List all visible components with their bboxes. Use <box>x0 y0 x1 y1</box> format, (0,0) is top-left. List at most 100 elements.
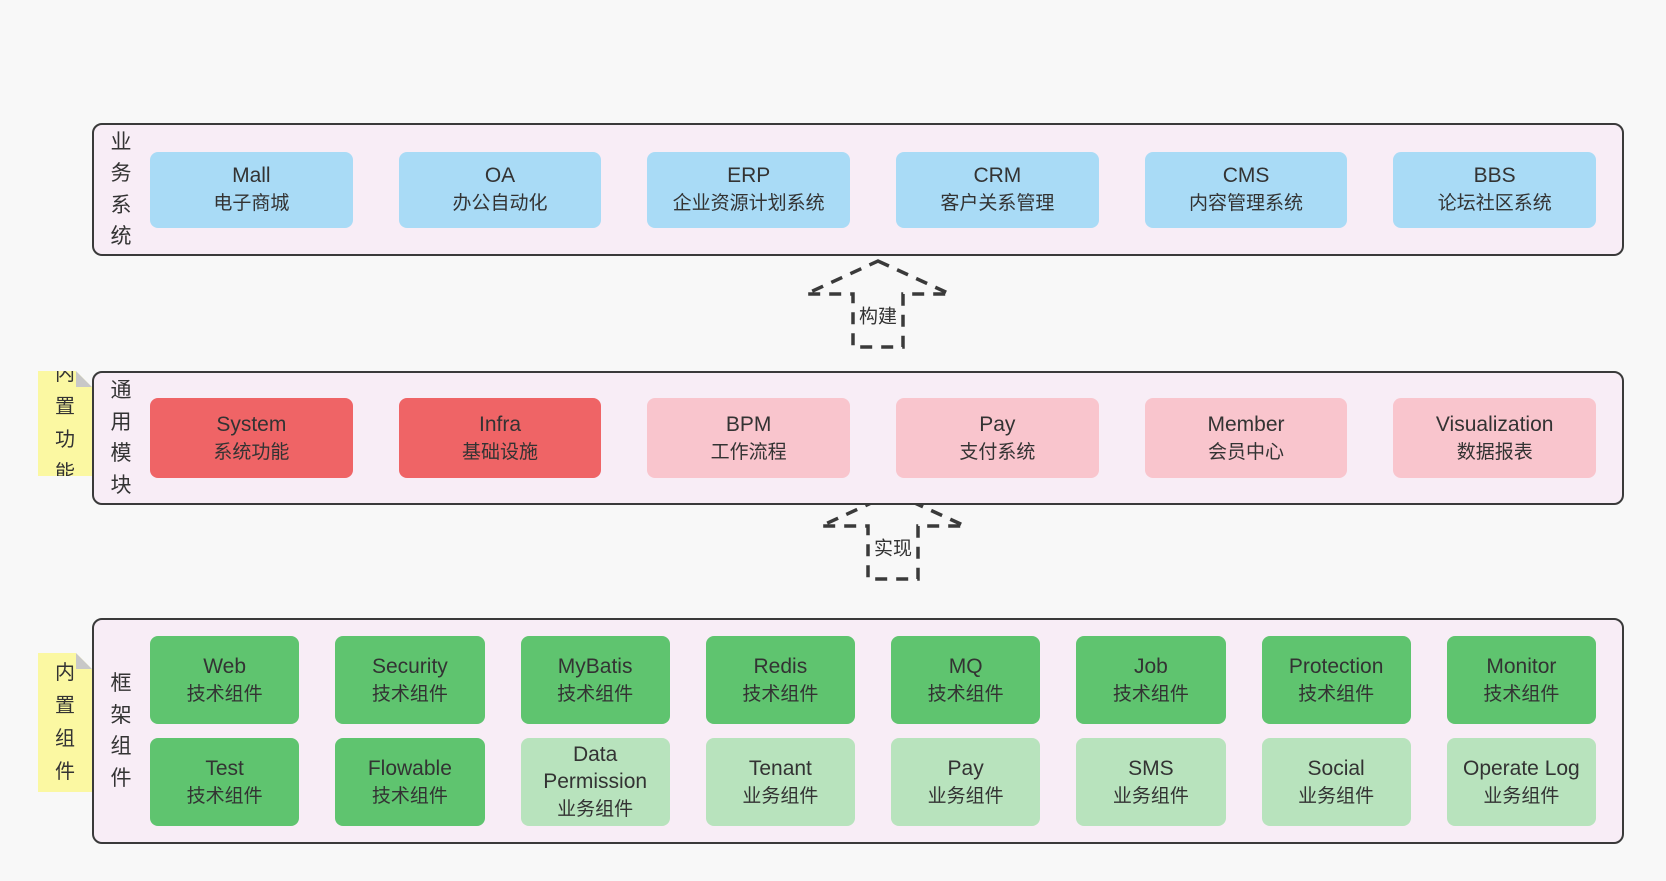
component-box-data-permission: Data Permission 业务组件 <box>520 738 670 826</box>
box-subtitle: 会员中心 <box>1208 441 1285 463</box>
box-subtitle: 工作流程 <box>710 441 787 463</box>
box-title: CRM <box>973 164 1022 188</box>
box-title: CMS <box>1222 164 1270 188</box>
box-subtitle: 技术组件 <box>371 785 448 807</box>
component-box-web: Web 技术组件 <box>150 636 300 724</box>
note-fold-corner <box>76 653 92 669</box>
component-box-tenant: Tenant 业务组件 <box>705 738 855 826</box>
component-box-flowable: Flowable 技术组件 <box>335 738 485 826</box>
arrow-implement: 实现 <box>818 490 968 582</box>
component-box-erp: ERP 企业资源计划系统 <box>647 151 851 228</box>
box-subtitle: 技术组件 <box>557 683 634 705</box>
box-title: Test <box>205 756 244 780</box>
box-title: Data Permission <box>543 742 648 794</box>
component-box-infra: Infra 基础设施 <box>398 398 602 478</box>
component-box-job: Job 技术组件 <box>1076 636 1226 724</box>
box-subtitle: 系统功能 <box>213 441 290 463</box>
box-title: Job <box>1133 654 1168 678</box>
arrow-build-label: 构建 <box>855 300 901 330</box>
note-text: 内置功能 <box>55 362 75 484</box>
box-subtitle: 技术组件 <box>927 683 1004 705</box>
box-title: Member <box>1207 412 1285 436</box>
box-subtitle: 技术组件 <box>1483 683 1560 705</box>
box-subtitle: 业务组件 <box>1483 785 1560 807</box>
component-box-bbs: BBS 论坛社区系统 <box>1393 151 1597 228</box>
box-title: OA <box>484 164 516 188</box>
box-subtitle: 业务组件 <box>1112 785 1189 807</box>
box-title: Security <box>371 654 448 678</box>
component-box-member: Member 会员中心 <box>1144 398 1348 478</box>
component-box-oa: OA 办公自动化 <box>398 151 602 228</box>
component-box-cms: CMS 内容管理系统 <box>1144 151 1348 228</box>
box-subtitle: 内容管理系统 <box>1189 193 1304 215</box>
dashed-up-arrow-icon <box>805 259 951 349</box>
component-box-redis: Redis 技术组件 <box>705 636 855 724</box>
sticky-note-built-in-functions: 内置功能 <box>38 371 92 476</box>
panel-label-framework-components: 框架组件 <box>110 672 132 790</box>
box-title: Social <box>1307 756 1365 780</box>
box-title: MQ <box>948 654 983 678</box>
component-box-crm: CRM 客户关系管理 <box>896 151 1099 228</box>
box-subtitle: 业务组件 <box>742 785 819 807</box>
box-subtitle: 企业资源计划系统 <box>672 193 825 215</box>
box-title: SMS <box>1128 756 1174 780</box>
box-title: Operate Log <box>1462 756 1580 780</box>
box-subtitle: 技术组件 <box>1298 683 1375 705</box>
box-subtitle: 客户关系管理 <box>940 193 1055 215</box>
component-box-operate-log: Operate Log 业务组件 <box>1446 738 1596 826</box>
box-subtitle: 技术组件 <box>371 683 448 705</box>
box-title: Visualization <box>1435 412 1554 436</box>
box-subtitle: 电子商城 <box>213 193 290 215</box>
panel-label-common-modules: 通用模块 <box>110 379 132 497</box>
component-box-bpm: BPM 工作流程 <box>647 398 851 478</box>
box-title: Protection <box>1288 654 1384 678</box>
component-box-mq: MQ 技术组件 <box>891 636 1041 724</box>
box-subtitle: 办公自动化 <box>452 193 548 215</box>
box-title: MyBatis <box>557 654 633 678</box>
box-subtitle: 技术组件 <box>186 785 263 807</box>
arrow-implement-label: 实现 <box>870 532 916 562</box>
box-subtitle: 技术组件 <box>742 683 819 705</box>
box-title: Pay <box>947 756 984 780</box>
box-subtitle: 业务组件 <box>557 799 634 821</box>
box-subtitle: 支付系统 <box>959 441 1036 463</box>
component-box-test: Test 技术组件 <box>150 738 300 826</box>
component-box-system: System 系统功能 <box>150 398 353 478</box>
box-subtitle: 技术组件 <box>186 683 263 705</box>
note-text: 内置组件 <box>55 661 75 783</box>
box-title: Flowable <box>367 756 452 780</box>
component-box-mybatis: MyBatis 技术组件 <box>520 636 670 724</box>
box-subtitle: 技术组件 <box>1112 683 1189 705</box>
box-subtitle: 业务组件 <box>927 785 1004 807</box>
box-subtitle: 论坛社区系统 <box>1437 193 1552 215</box>
box-title: Web <box>203 654 247 678</box>
box-title: Tenant <box>748 756 812 780</box>
box-title: ERP <box>727 164 771 188</box>
component-box-pay: Pay 业务组件 <box>891 738 1041 826</box>
component-box-protection: Protection 技术组件 <box>1261 636 1411 724</box>
component-box-sms: SMS 业务组件 <box>1076 738 1226 826</box>
box-title: Monitor <box>1486 654 1557 678</box>
component-box-monitor: Monitor 技术组件 <box>1446 636 1596 724</box>
box-title: System <box>216 412 287 436</box>
box-subtitle: 基础设施 <box>462 441 539 463</box>
box-title: BPM <box>725 412 772 436</box>
box-title: Redis <box>753 654 808 678</box>
box-title: BBS <box>1473 164 1516 188</box>
note-fold-corner <box>76 371 92 387</box>
box-title: Infra <box>478 412 522 436</box>
